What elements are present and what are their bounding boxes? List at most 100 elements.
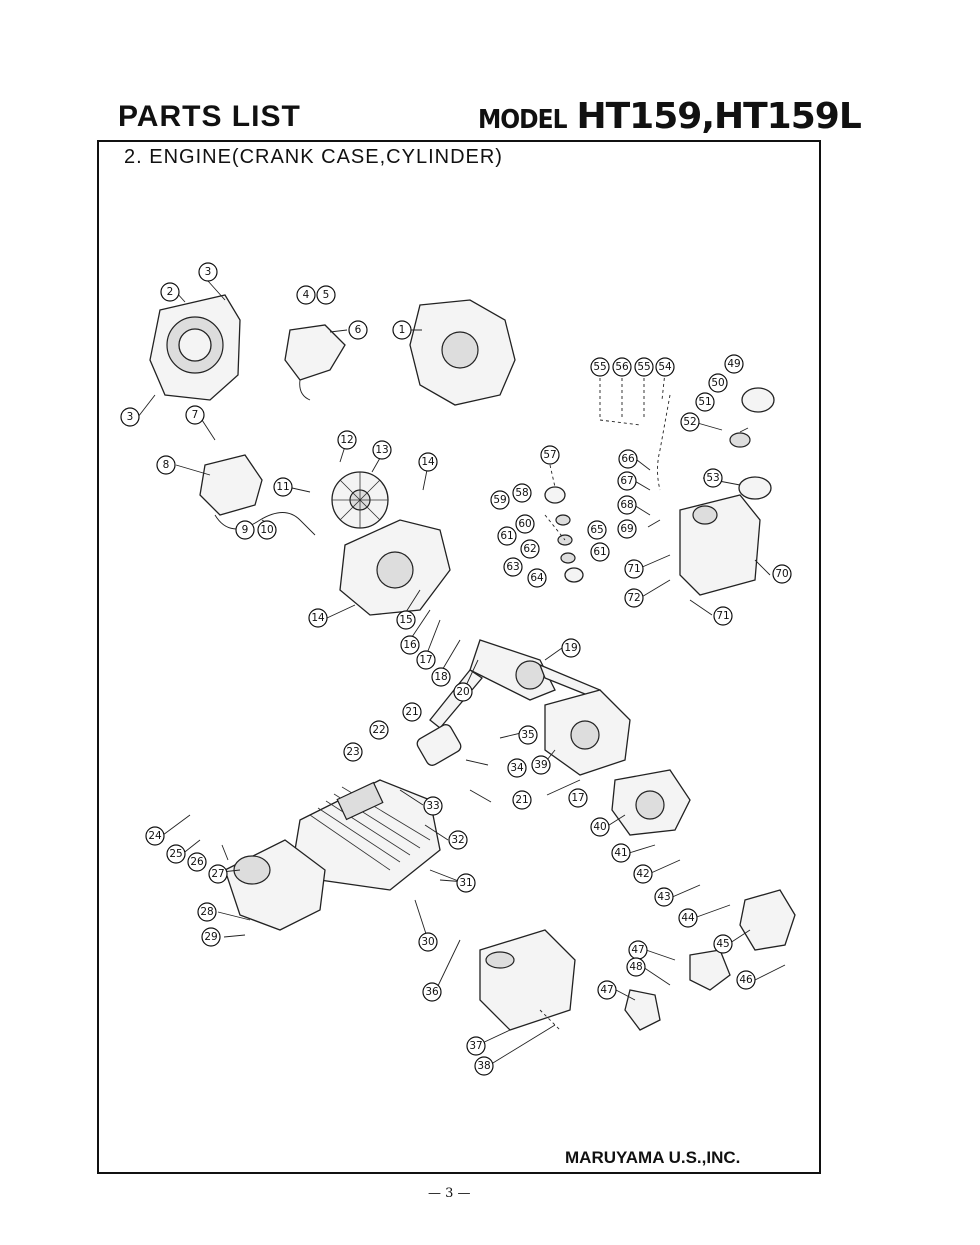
callout-44: 44	[678, 908, 698, 928]
callout-2: 2	[160, 282, 180, 302]
callout-43: 43	[654, 887, 674, 907]
svg-text:44: 44	[681, 912, 695, 924]
fan-cover-part	[149, 294, 241, 401]
callout-70: 70	[772, 564, 792, 584]
callout-25: 25	[166, 844, 186, 864]
svg-text:28: 28	[200, 906, 213, 918]
ignition-coil-bracket-part	[284, 324, 346, 401]
svg-text:63: 63	[506, 561, 519, 573]
callout-47-top: 47	[628, 940, 648, 960]
svg-text:46: 46	[739, 974, 753, 986]
svg-text:38: 38	[477, 1060, 490, 1072]
callout-38: 38	[474, 1056, 494, 1076]
callout-33: 33	[423, 796, 443, 816]
callout-61-right: 61	[590, 542, 610, 562]
svg-text:34: 34	[510, 762, 524, 774]
svg-text:51: 51	[698, 396, 711, 408]
svg-text:13: 13	[375, 444, 388, 456]
svg-text:61: 61	[593, 546, 606, 558]
svg-text:54: 54	[658, 361, 672, 373]
callout-24: 24	[145, 826, 165, 846]
svg-text:36: 36	[425, 986, 439, 998]
callout-60: 60	[515, 514, 535, 534]
callout-48: 48	[626, 957, 646, 977]
callout-53: 53	[703, 468, 723, 488]
callout-68: 68	[617, 495, 637, 515]
svg-text:37: 37	[469, 1040, 482, 1052]
callout-64: 64	[527, 568, 547, 588]
fuel-cap-part	[729, 387, 775, 500]
callout-57: 57	[540, 445, 560, 465]
svg-text:21: 21	[405, 706, 418, 718]
callout-13: 13	[372, 440, 392, 460]
svg-text:52: 52	[683, 416, 696, 428]
svg-text:72: 72	[627, 592, 640, 604]
svg-text:3: 3	[127, 411, 134, 423]
svg-text:1: 1	[399, 324, 406, 336]
callout-19: 19	[561, 638, 581, 658]
svg-text:22: 22	[372, 724, 385, 736]
callout-45: 45	[713, 934, 733, 954]
svg-text:35: 35	[521, 729, 534, 741]
callout-3-bottom: 3	[120, 407, 140, 427]
callout-14-bottom: 14	[308, 608, 328, 628]
callout-15: 15	[396, 610, 416, 630]
fuel-tank-part	[679, 494, 761, 596]
callout-12: 12	[337, 430, 357, 450]
svg-text:48: 48	[629, 961, 642, 973]
svg-text:71: 71	[627, 563, 640, 575]
callout-10: 10	[257, 520, 277, 540]
svg-text:24: 24	[148, 830, 162, 842]
svg-text:70: 70	[775, 568, 788, 580]
svg-text:57: 57	[543, 449, 556, 461]
svg-text:66: 66	[621, 453, 635, 465]
callout-72: 72	[624, 588, 644, 608]
svg-text:67: 67	[620, 475, 633, 487]
callout-17-top: 17	[416, 650, 436, 670]
svg-text:55: 55	[637, 361, 650, 373]
svg-text:69: 69	[620, 523, 633, 535]
svg-text:41: 41	[614, 847, 627, 859]
svg-text:11: 11	[276, 481, 289, 493]
svg-text:45: 45	[716, 938, 729, 950]
muffler-part	[479, 929, 576, 1031]
callout-37: 37	[466, 1036, 486, 1056]
callout-31: 31	[456, 873, 476, 893]
callout-65: 65	[587, 520, 607, 540]
svg-text:7: 7	[192, 409, 199, 421]
parts-list-title: PARTS LIST	[118, 100, 301, 133]
svg-text:17: 17	[419, 654, 432, 666]
svg-text:40: 40	[593, 821, 606, 833]
svg-text:32: 32	[451, 834, 464, 846]
callout-29: 29	[201, 927, 221, 947]
callout-22: 22	[369, 720, 389, 740]
model-numbers: HT159,HT159L	[576, 96, 861, 137]
svg-text:49: 49	[727, 358, 740, 370]
svg-text:58: 58	[515, 487, 528, 499]
svg-text:65: 65	[590, 524, 603, 536]
svg-text:21: 21	[515, 794, 528, 806]
callout-16: 16	[400, 635, 420, 655]
svg-text:68: 68	[620, 499, 633, 511]
svg-text:23: 23	[346, 746, 359, 758]
callout-39: 39	[531, 755, 551, 775]
svg-text:10: 10	[260, 524, 273, 536]
callout-62: 62	[520, 539, 540, 559]
svg-text:29: 29	[204, 931, 217, 943]
svg-text:16: 16	[403, 639, 417, 651]
callout-59: 59	[490, 490, 510, 510]
svg-text:12: 12	[340, 434, 353, 446]
callout-27: 27	[208, 864, 228, 884]
svg-text:43: 43	[657, 891, 670, 903]
svg-text:9: 9	[242, 524, 249, 536]
callout-8: 8	[156, 455, 176, 475]
callout-5: 5	[316, 285, 336, 305]
callout-17-bottom: 17	[568, 788, 588, 808]
company-name: MARUYAMA U.S.,INC.	[565, 1148, 741, 1167]
callout-30: 30	[418, 932, 438, 952]
callout-4: 4	[296, 285, 316, 305]
callout-21-bottom: 21	[512, 790, 532, 810]
callout-42: 42	[633, 864, 653, 884]
callout-23: 23	[343, 742, 363, 762]
